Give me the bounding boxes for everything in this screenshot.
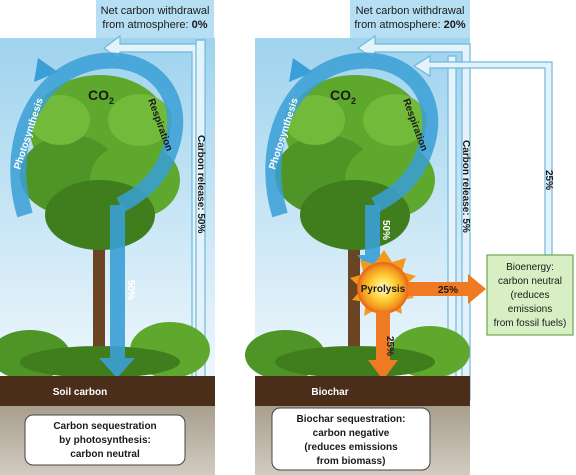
left-caption-line1: Carbon sequestration (53, 421, 156, 432)
left-caption-line2: by photosynthesis: (59, 435, 151, 446)
left-caption-line3: carbon neutral (70, 449, 140, 460)
right-bioenergy-return-arrow (412, 54, 553, 256)
right-caption-line3: (reduces emissions (304, 442, 398, 453)
right-photosynthesis-cycle-arrow (265, 52, 439, 218)
right-carbon-release-label: Carbon release: 5% (460, 140, 471, 233)
right-undergrowth (245, 326, 470, 380)
left-tree (20, 75, 180, 380)
right-soil (255, 376, 470, 406)
right-cycle-arrowhead (289, 58, 313, 82)
bioenergy-box (486, 254, 574, 336)
left-soil (0, 376, 215, 406)
left-ground-label: Soil carbon (53, 387, 107, 398)
bioenergy-return-percent: 25% (543, 170, 554, 190)
right-net-withdrawal-line1: Net carbon withdrawal (356, 5, 465, 17)
left-photosynthesis-cycle-arrow (10, 52, 184, 218)
pyrolysis-burst (350, 250, 416, 322)
right-net-header-bg (350, 0, 470, 38)
right-caption-line4: from biomass) (317, 456, 386, 467)
right-caption-line2: carbon negative (313, 428, 390, 439)
to-bioenergy-percent: 25% (438, 285, 458, 296)
left-net-header-bg (96, 0, 214, 38)
right-flow-percent: 50% (380, 220, 391, 240)
bioenergy-line2: carbon neutral (498, 276, 562, 287)
pyrolysis-to-bioenergy-arrow (408, 274, 486, 304)
right-net-withdrawal-line2: from atmosphere: 20% (354, 19, 466, 31)
left-cycle-arrowhead (34, 58, 58, 82)
left-downward-flow-arrow (99, 205, 135, 378)
right-ground-label: Biochar (311, 387, 348, 398)
right-co2-label: CO2 (330, 87, 356, 106)
pyrolysis-label: Pyrolysis (361, 284, 406, 295)
bioenergy-line4: emissions (508, 304, 552, 315)
right-caption-box (271, 407, 431, 471)
bioenergy-line1: Bioenergy: (506, 262, 554, 273)
to-biochar-percent: 25% (384, 336, 395, 356)
left-net-withdrawal-line2: from atmosphere: 0% (102, 19, 207, 31)
left-panel: Net carbon withdrawal from atmosphere: 0… (0, 0, 215, 475)
right-panel: Net carbon withdrawal from atmosphere: 2… (245, 0, 574, 475)
right-tree (275, 75, 435, 380)
bioenergy-line5: from fossil fuels) (494, 318, 567, 329)
right-caption-line1: Biochar sequestration: (297, 414, 406, 425)
left-caption-box (24, 414, 186, 466)
left-carbon-release-label: Carbon release: 50% (195, 135, 206, 233)
left-undergrowth (0, 322, 210, 380)
left-net-withdrawal-line1: Net carbon withdrawal (101, 5, 210, 17)
left-flow-percent: 50% (125, 280, 136, 300)
bioenergy-line3: (reduces (511, 290, 550, 301)
pyrolysis-to-biochar-arrow (368, 312, 398, 380)
left-co2-label: CO2 (88, 87, 114, 106)
